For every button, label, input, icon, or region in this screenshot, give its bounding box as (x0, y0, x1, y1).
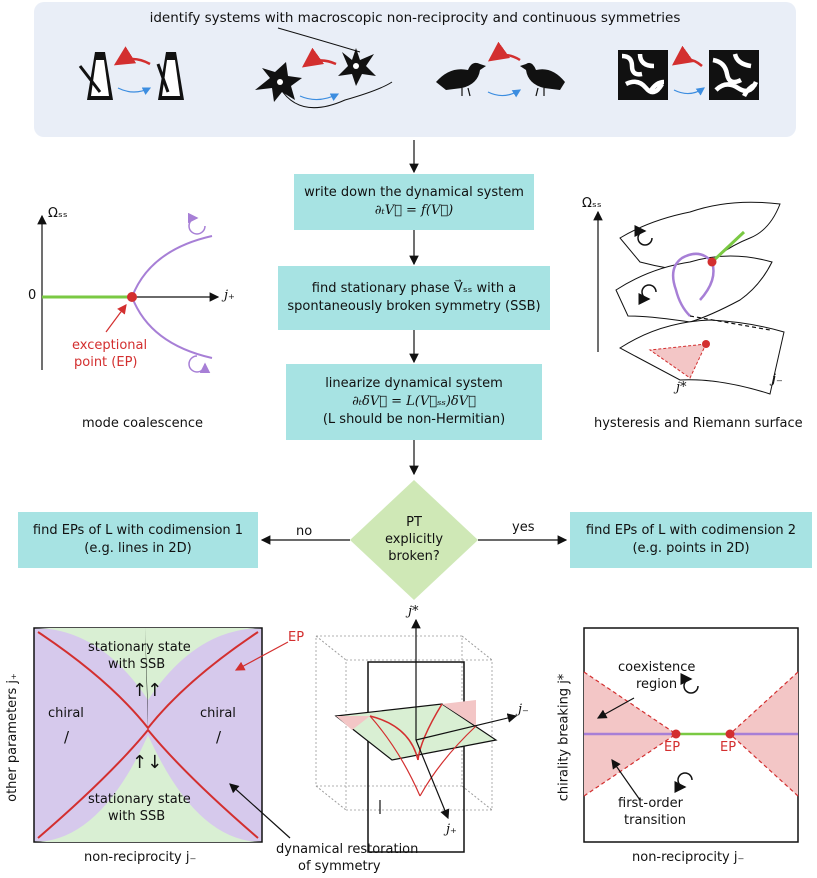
chiral-left-symbol: / (64, 728, 70, 746)
bottom-state-line2: with SSB (108, 809, 166, 824)
right-codim2-box: find EPs of L with codimension 2 (e.g. p… (570, 512, 812, 568)
ep-label-line2: point (EP) (74, 355, 138, 370)
step2-line2: spontaneously broken symmetry (SSB) (287, 299, 541, 314)
first-order-line2: transition (624, 813, 686, 828)
riemann-ylabel: Ωₛₛ (582, 196, 602, 211)
pattern-pair-icon (618, 45, 759, 100)
left-codim1-box: find EPs of L with codimension 1 (e.g. l… (18, 512, 258, 568)
coexistence-line2: region (636, 677, 678, 692)
chiral-right-label: chiral (200, 706, 236, 721)
step-stationary-phase: find stationary phase V⃗ₛₛ with a sponta… (278, 266, 550, 330)
right-box-line2: (e.g. points in 2D) (632, 541, 750, 556)
mid-jminus: j₋ (518, 702, 529, 717)
coexistence-line1: coexistence (618, 660, 696, 675)
right-phase-diagram (583, 627, 799, 843)
metronome-pair-icon (78, 46, 184, 100)
riemann-jminus: j₋ (772, 372, 783, 387)
decision-line1: PT (406, 515, 422, 530)
step1-equation: ∂ₜV⃗ = f(V⃗) (374, 203, 454, 218)
step3-equation: ∂ₜδV⃗ = L(V⃗ₛₛ)δV⃗ (352, 394, 476, 409)
decision-yes-label: yes (512, 520, 535, 535)
mode-zero-label: 0 (28, 288, 37, 303)
right-ep-left-label: EP (664, 740, 681, 755)
left-box-line2: (e.g. lines in 2D) (84, 541, 192, 556)
step-linearize: linearize dynamical system ∂ₜδV⃗ = L(V⃗ₛ… (286, 364, 542, 440)
neuron-pair-icon (255, 27, 393, 109)
right-box-line1: find EPs of L with codimension 2 (585, 523, 797, 538)
step1-line1: write down the dynamical system (304, 185, 524, 200)
decision-text: PT explicitly broken? (364, 514, 464, 565)
bird-pair-icon (436, 41, 565, 98)
banner-title: identify systems with macroscopic non-re… (149, 10, 681, 26)
left-phase-ep-label: EP (288, 630, 305, 645)
left-phase-xlabel: non-reciprocity j₋ (84, 850, 197, 865)
chiral-right-symbol: / (216, 728, 222, 746)
left-phase-ylabel: other parameters j₊ (4, 673, 20, 802)
left-phase-diagram (33, 627, 291, 843)
riemann-surface-plot (593, 201, 785, 395)
step2-line1: find stationary phase V⃗ₛₛ with a (311, 281, 517, 296)
mode-xlabel: j₊ (224, 288, 235, 303)
chiral-left-label: chiral (48, 706, 84, 721)
bottom-state-line1: stationary state (88, 792, 191, 807)
right-phase-ylabel: chirality breaking j* (556, 673, 572, 802)
aligned-spins-icon: ↑↑ (132, 680, 163, 701)
riemann-jstar: j* (676, 380, 687, 395)
decision-line2: explicitly (384, 532, 444, 547)
step3-line1: linearize dynamical system (325, 376, 503, 391)
mode-caption: mode coalescence (82, 416, 203, 431)
left-box-line1: find EPs of L with codimension 1 (32, 523, 244, 538)
step3-line3: (L should be non-Hermitian) (322, 412, 506, 427)
mode-coalescence-plot (37, 212, 220, 374)
top-state-line1: stationary state (88, 640, 191, 655)
symmetry-restoration-3d (315, 618, 518, 853)
mid-jplus: j₊ (446, 822, 457, 837)
mid-caption-line1: dynamical restoration (276, 842, 419, 857)
ep-label-line1: exceptional (72, 338, 148, 353)
first-order-line1: first-order (618, 796, 683, 811)
decision-no-label: no (296, 524, 313, 539)
right-ep-right-label: EP (720, 740, 737, 755)
right-phase-xlabel: non-reciprocity j₋ (632, 850, 745, 865)
step-write-dynamics: write down the dynamical system ∂ₜV⃗ = f… (294, 174, 534, 230)
antialigned-spins-icon: ↑↓ (132, 752, 163, 773)
pt-decision-diamond (350, 480, 478, 600)
mid-jstar: j* (408, 604, 419, 619)
riemann-caption: hysteresis and Riemann surface (594, 416, 803, 431)
top-state-line2: with SSB (108, 657, 166, 672)
decision-line3: broken? (388, 549, 440, 564)
mid-caption-line2: of symmetry (298, 859, 381, 874)
mode-ylabel: Ωₛₛ (48, 206, 68, 221)
flow-arrows (260, 140, 568, 545)
